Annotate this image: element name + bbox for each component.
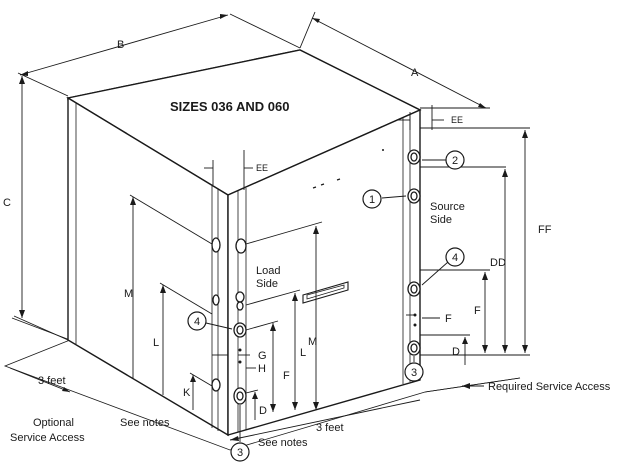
dim-ee-top <box>398 105 444 130</box>
dim-k-label: K <box>183 387 191 399</box>
dim-m-left <box>129 194 213 378</box>
dim-ee-top-label: EE <box>451 115 463 125</box>
dim-b <box>17 13 301 97</box>
dim-m-left-label: M <box>124 288 133 300</box>
dim-d-right <box>420 334 470 365</box>
dim-dd <box>420 166 508 353</box>
dim-ff-label: FF <box>538 224 552 236</box>
callout-3-bottom-label: 3 <box>237 447 243 459</box>
dim-l-front <box>245 289 301 410</box>
callout-2-label: 2 <box>452 155 458 167</box>
diagram-title: SIZES 036 AND 060 <box>170 99 289 114</box>
required-access-arrow <box>462 383 484 389</box>
dim-f-front-label: F <box>283 370 290 382</box>
dim-a <box>299 11 490 109</box>
dim-d-right-label: D <box>452 346 460 358</box>
callout-1-label: 1 <box>369 194 375 206</box>
dim-ee-mid <box>204 150 253 190</box>
dim-c <box>13 76 69 341</box>
dim-3ft-bottom <box>229 399 421 441</box>
dim-h-label: H <box>258 363 266 375</box>
dim-l-front-label: L <box>300 347 306 359</box>
dim-f-right2-label: F <box>445 313 452 325</box>
dim-f-right <box>420 269 490 353</box>
callout-4-right-label: 4 <box>452 252 458 264</box>
optional-access-label-1: Optional <box>33 417 74 429</box>
dim-b-label: B <box>117 39 124 51</box>
dim-l-left-label: L <box>153 337 159 349</box>
dim-ff <box>420 127 530 356</box>
load-side-label-1: Load <box>256 265 280 277</box>
dim-dd-label: DD <box>490 257 506 269</box>
see-notes-left-label: See notes <box>120 417 170 429</box>
required-access-label: Required Service Access <box>488 381 611 393</box>
callout-4-left-label: 4 <box>194 316 200 328</box>
dim-f-right-label: F <box>474 305 481 317</box>
dim-f-front <box>245 320 279 412</box>
load-port-upper <box>235 238 247 254</box>
source-side-label-2: Side <box>430 214 452 226</box>
dim-k <box>189 372 213 410</box>
dim-ee-mid-label: EE <box>256 163 268 173</box>
dim-a-label: A <box>411 67 419 79</box>
dim-l-left <box>159 282 213 395</box>
dim-d-front <box>245 389 259 420</box>
dim-d-front-label: D <box>259 405 267 417</box>
callout-1: 1 <box>362 189 382 209</box>
dim-m-front-label: M <box>308 336 317 348</box>
dim-m-front <box>245 221 323 410</box>
callout-4-left: 4 <box>187 311 207 331</box>
callout-3-right: 3 <box>404 362 424 382</box>
dim-c-label: C <box>3 197 11 209</box>
three-feet-left-label: 3 feet <box>38 375 66 387</box>
dim-g-label: G <box>258 350 267 362</box>
source-side-label-1: Source <box>430 201 465 213</box>
callout-3-bottom: 3 <box>230 442 250 462</box>
load-side-label-2: Side <box>256 278 278 290</box>
callout-4-right: 4 <box>445 247 465 267</box>
left-port-upper <box>211 237 221 253</box>
optional-access-label-2: Service Access <box>10 432 85 444</box>
callout-2: 2 <box>445 150 465 170</box>
three-feet-bottom-label: 3 feet <box>316 422 344 434</box>
see-notes-bottom-label: See notes <box>258 437 308 449</box>
dim-3ft-left <box>9 367 71 393</box>
callout-3-right-label: 3 <box>411 367 417 379</box>
